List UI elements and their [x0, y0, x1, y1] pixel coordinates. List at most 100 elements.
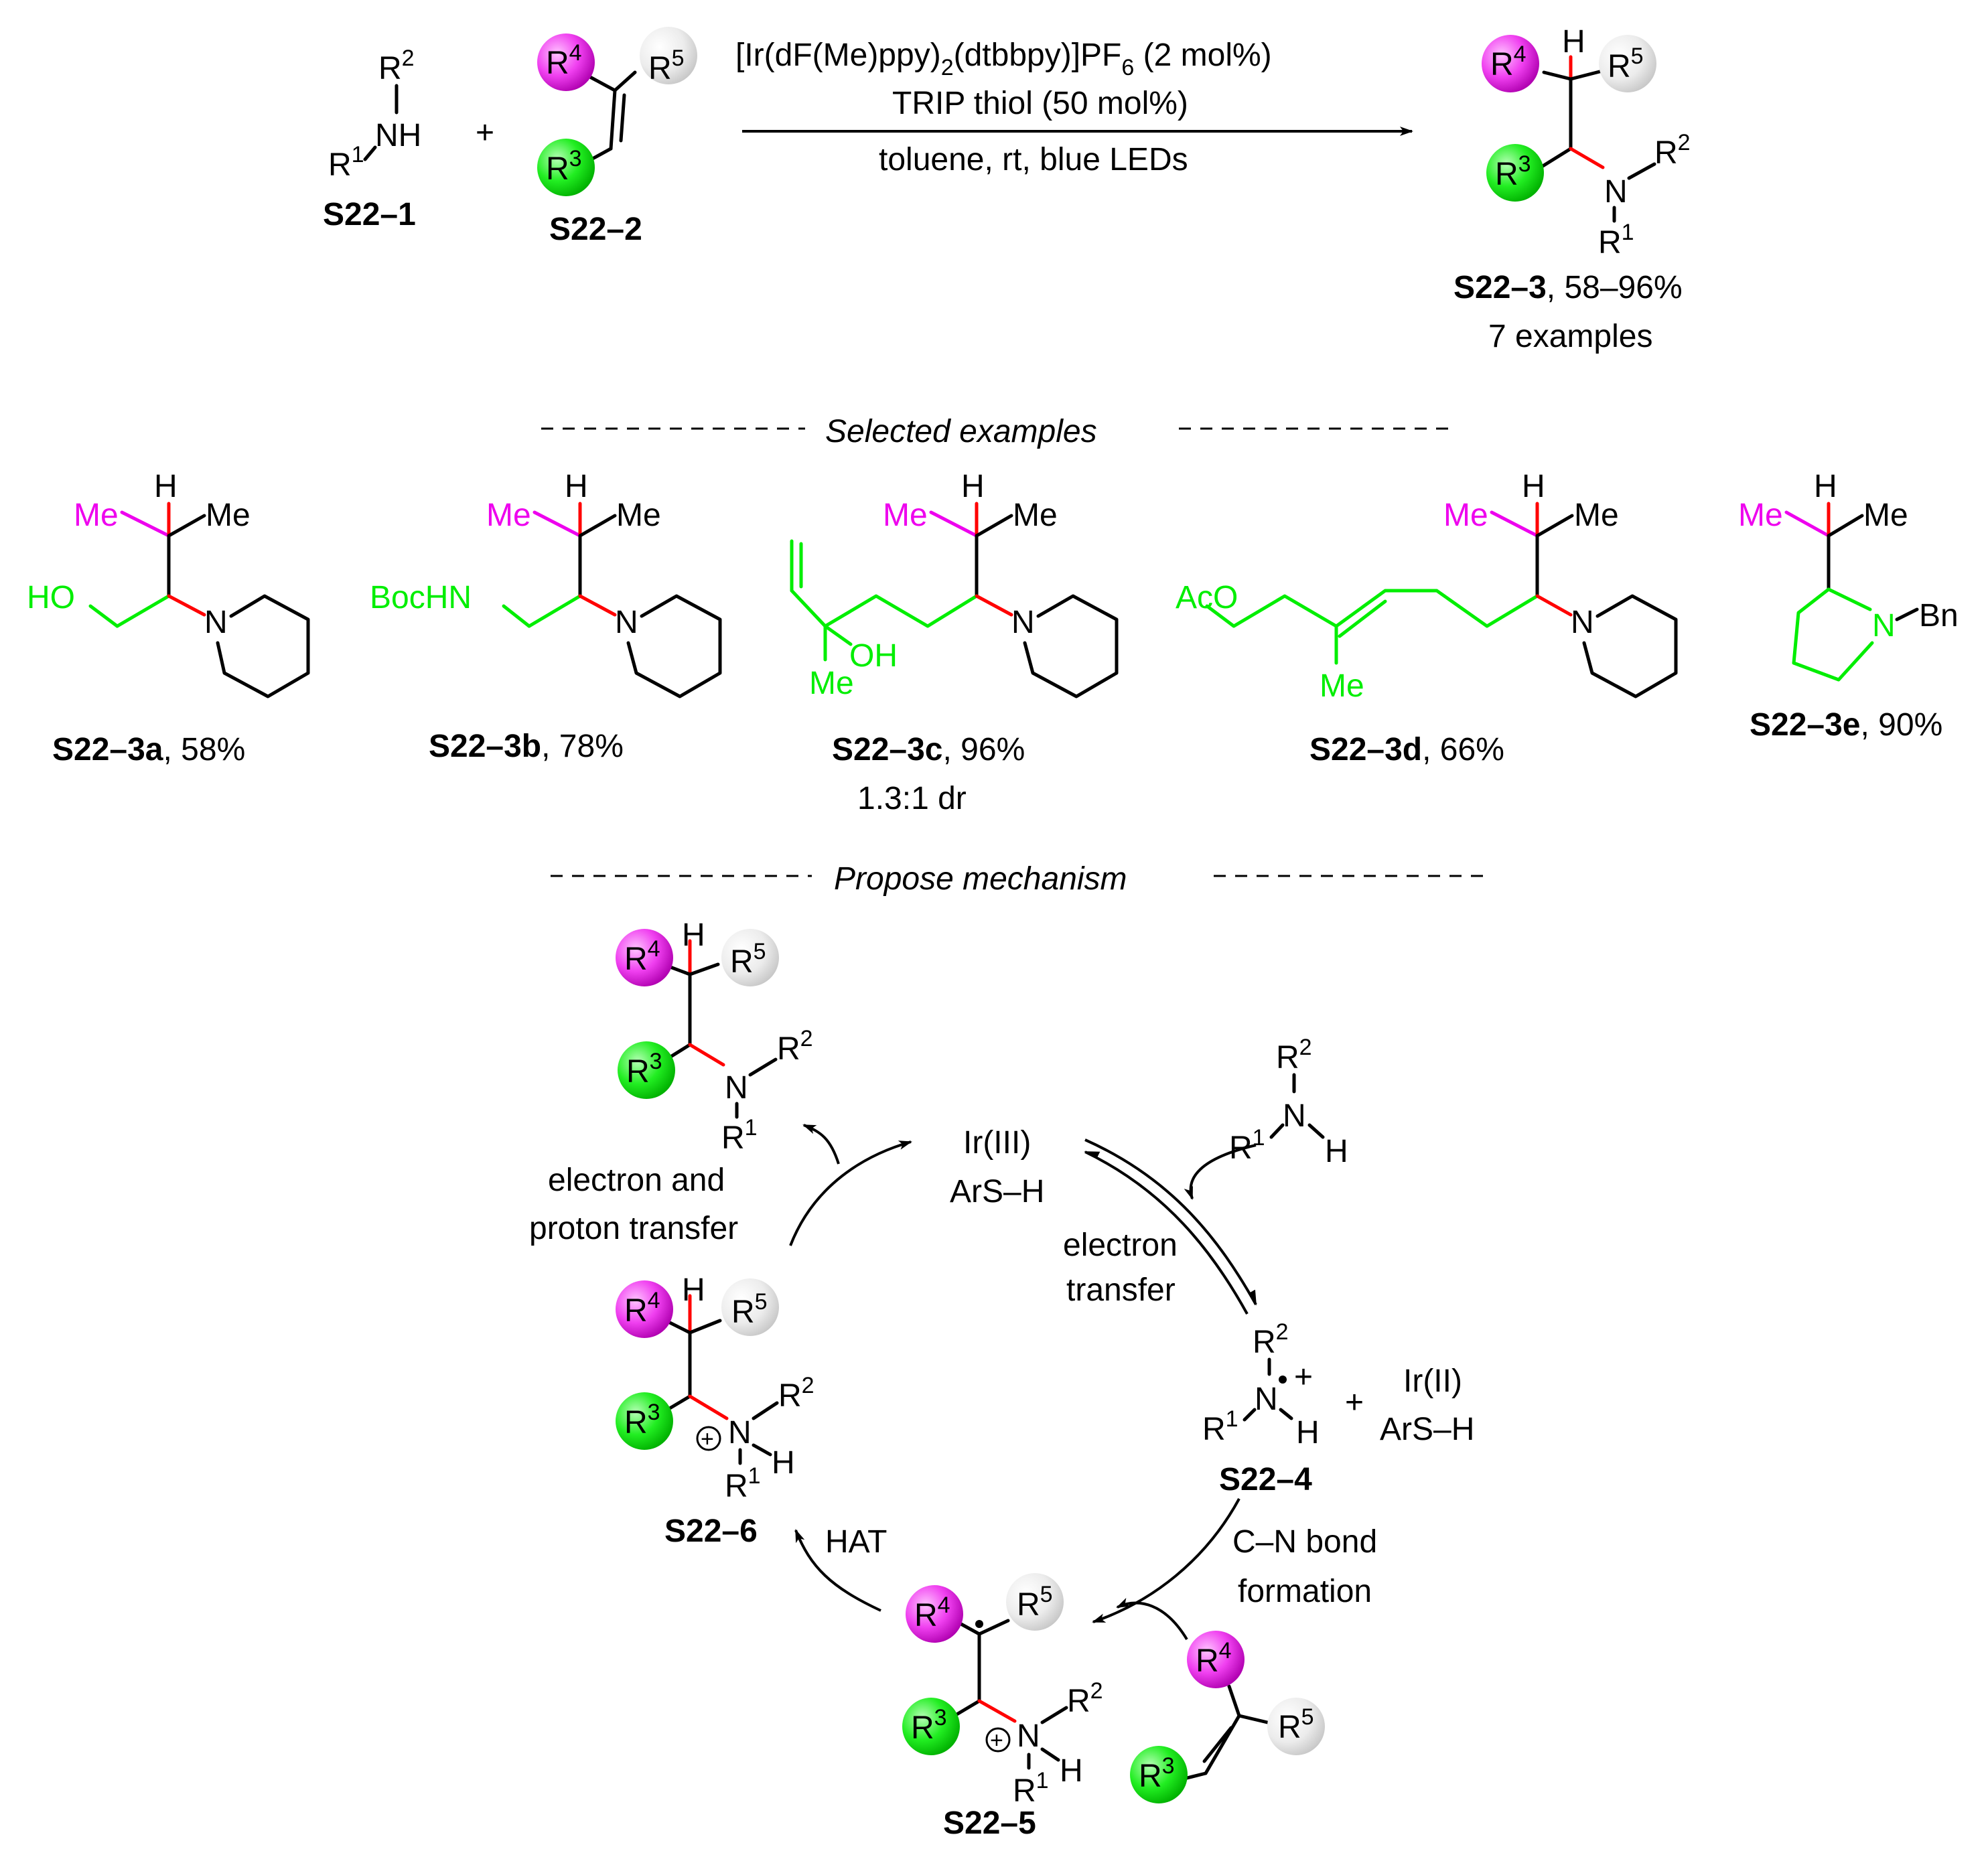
- svg-text:R1: R1: [1202, 1406, 1238, 1447]
- svg-text:N: N: [1872, 608, 1896, 644]
- product-label: S22–3, 58–96%: [1453, 270, 1683, 305]
- svg-text:H: H: [1325, 1134, 1348, 1169]
- svg-text:+: +: [990, 1728, 1003, 1753]
- svg-text:R1: R1: [721, 1115, 758, 1156]
- svg-text:R2: R2: [1067, 1678, 1103, 1719]
- svg-text:AcO: AcO: [1176, 580, 1238, 615]
- nh-label: NH: [375, 118, 421, 153]
- svg-text:Bn: Bn: [1919, 598, 1959, 634]
- mechanism-header: Propose mechanism: [834, 861, 1127, 897]
- example-label: S22–3b, 78%: [429, 729, 624, 764]
- svg-text:R5: R5: [730, 939, 766, 980]
- example-label: S22–3c, 96%: [832, 732, 1025, 767]
- svg-text:Me: Me: [1574, 498, 1619, 533]
- example-3e: Me H Me N Bn S22–3e, 90%: [1738, 469, 1959, 743]
- svg-text:N: N: [1255, 1382, 1278, 1417]
- svg-text:Me: Me: [616, 498, 661, 533]
- intermediate-s22-6: H N + R2 H R1 R4 R5 R3 S22–6: [616, 1272, 814, 1549]
- dr-note: 1.3:1 dr: [857, 781, 967, 816]
- svg-text:OH: OH: [849, 638, 898, 674]
- svg-text:N: N: [1011, 605, 1035, 640]
- svg-text:Me: Me: [1863, 498, 1908, 533]
- svg-text:R5: R5: [1017, 1582, 1053, 1623]
- svg-text:H: H: [682, 1272, 705, 1308]
- svg-text:R2: R2: [778, 1373, 814, 1414]
- svg-text:Me: Me: [1443, 498, 1488, 533]
- svg-text:formation: formation: [1238, 1574, 1372, 1609]
- intermediate-s22-4: R2 + N R1 H S22–4: [1202, 1319, 1320, 1497]
- svg-text:R1: R1: [1013, 1768, 1049, 1809]
- svg-text:R4: R4: [1490, 42, 1526, 82]
- svg-text:H: H: [1522, 469, 1545, 504]
- svg-text:H: H: [1814, 469, 1837, 504]
- svg-text:+: +: [1294, 1359, 1313, 1395]
- svg-text:S22–5: S22–5: [943, 1805, 1036, 1841]
- svg-text:N: N: [725, 1070, 748, 1106]
- svg-text:N: N: [1283, 1098, 1306, 1134]
- svg-text:Me: Me: [1013, 498, 1058, 533]
- svg-text:R1: R1: [1229, 1125, 1265, 1166]
- svg-text:R5: R5: [731, 1289, 768, 1330]
- svg-text:HAT: HAT: [825, 1524, 887, 1560]
- example-3c: Me H Me OH Me N S22–3c, 96% 1.3:1 dr: [790, 469, 1119, 816]
- svg-text:N: N: [204, 605, 228, 640]
- svg-text:R5: R5: [1278, 1704, 1314, 1745]
- svg-text:R3: R3: [911, 1705, 947, 1746]
- example-3d: Me H Me AcO Me N S22–3d, 66%: [1176, 469, 1678, 767]
- svg-text:transfer: transfer: [1066, 1272, 1176, 1308]
- cn-arrow: [1092, 1498, 1240, 1623]
- svg-text:R4: R4: [624, 936, 660, 977]
- solvent-text: toluene, rt, blue LEDs: [879, 142, 1188, 177]
- r5-sphere: [1599, 35, 1656, 92]
- svg-text:R3: R3: [1495, 151, 1531, 192]
- svg-text:N: N: [1017, 1718, 1040, 1754]
- svg-text:Me: Me: [74, 498, 119, 533]
- svg-text:Me: Me: [1738, 498, 1783, 533]
- mechanism-amine: R2 N R1 H: [1229, 1035, 1348, 1169]
- svg-text:Me: Me: [486, 498, 531, 533]
- mechanism-alkene: R4 R5 R3: [1130, 1631, 1325, 1803]
- arsh-label: ArS–H: [950, 1174, 1044, 1209]
- r5-sphere: [640, 27, 697, 84]
- r3-sphere: [537, 139, 595, 196]
- ept-arrow-catalyst: [789, 1140, 912, 1246]
- r2-label: R2: [378, 46, 415, 86]
- svg-text:N: N: [1571, 605, 1594, 640]
- svg-text:R2: R2: [1276, 1035, 1312, 1076]
- reactant2-label: S22–2: [549, 212, 642, 247]
- intermediate-s22-5: N + R2 H R1 R4 R5 R3 S22–5: [902, 1573, 1103, 1841]
- svg-text:H: H: [1296, 1415, 1320, 1451]
- thiol-text: TRIP thiol (50 mol%): [892, 86, 1188, 121]
- svg-text:R1: R1: [1598, 220, 1634, 261]
- r3-label: R3: [546, 146, 582, 187]
- svg-text:R3: R3: [624, 1400, 660, 1440]
- svg-text:H: H: [1562, 24, 1585, 60]
- r3-sphere: [1486, 144, 1544, 202]
- r4-label: R4: [546, 40, 582, 81]
- svg-text:H: H: [682, 917, 705, 953]
- svg-text:R1: R1: [725, 1463, 761, 1504]
- ept-arrow-product: [802, 1124, 840, 1165]
- ir3-label: Ir(III): [963, 1125, 1031, 1161]
- svg-text:N: N: [728, 1415, 752, 1451]
- svg-text:S22–6: S22–6: [664, 1513, 758, 1549]
- amine-in-arrow: [1184, 1144, 1257, 1200]
- svg-text:proton transfer: proton transfer: [529, 1211, 738, 1246]
- et-arrow-forward: [1084, 1138, 1257, 1306]
- svg-text:Me: Me: [206, 498, 251, 533]
- svg-text:C–N bond: C–N bond: [1232, 1524, 1377, 1560]
- ir2-label: Ir(II): [1403, 1363, 1462, 1399]
- svg-text:H: H: [1060, 1753, 1083, 1789]
- et-arrow-back: [1084, 1151, 1249, 1315]
- r5-label: R5: [648, 46, 685, 86]
- r4-sphere: [1482, 35, 1539, 92]
- reaction-conditions: [Ir(dF(Me)ppy)2(dtbbpy)]PF6 (2 mol%) TRI…: [735, 38, 1413, 177]
- svg-text:Me: Me: [883, 498, 928, 533]
- svg-text:BocHN: BocHN: [370, 580, 472, 615]
- example-3a: Me H Me HO N S22–3a, 58%: [27, 469, 310, 767]
- svg-text:R2: R2: [1654, 130, 1691, 171]
- svg-text:N: N: [615, 605, 638, 640]
- examples-header: Selected examples: [825, 414, 1097, 449]
- hat-arrow: [794, 1529, 881, 1612]
